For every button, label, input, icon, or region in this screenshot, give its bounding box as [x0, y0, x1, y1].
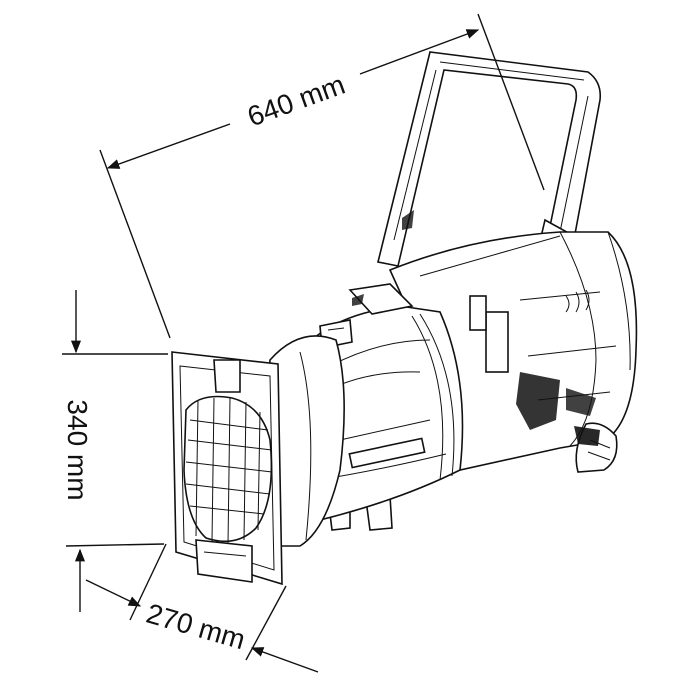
lens-collar — [266, 313, 455, 547]
length-arrow-left — [106, 123, 231, 169]
length-extension-line-left — [99, 149, 171, 339]
height-label: 340 mm — [62, 399, 93, 500]
height-extension-line-bottom — [65, 543, 165, 547]
height-dimension: 340 mm — [62, 290, 168, 612]
front-grille — [183, 395, 273, 545]
length-label: 640 mm — [243, 69, 349, 133]
width-extension-line-right — [245, 585, 287, 661]
profile-spotlight-drawing — [171, 51, 638, 586]
width-arrow-left — [85, 579, 142, 607]
length-extension-line-right — [477, 13, 545, 191]
width-label: 270 mm — [143, 598, 249, 656]
length-arrow-right — [359, 29, 480, 75]
width-extension-line-left — [129, 543, 167, 621]
width-arrow-right — [250, 647, 319, 673]
